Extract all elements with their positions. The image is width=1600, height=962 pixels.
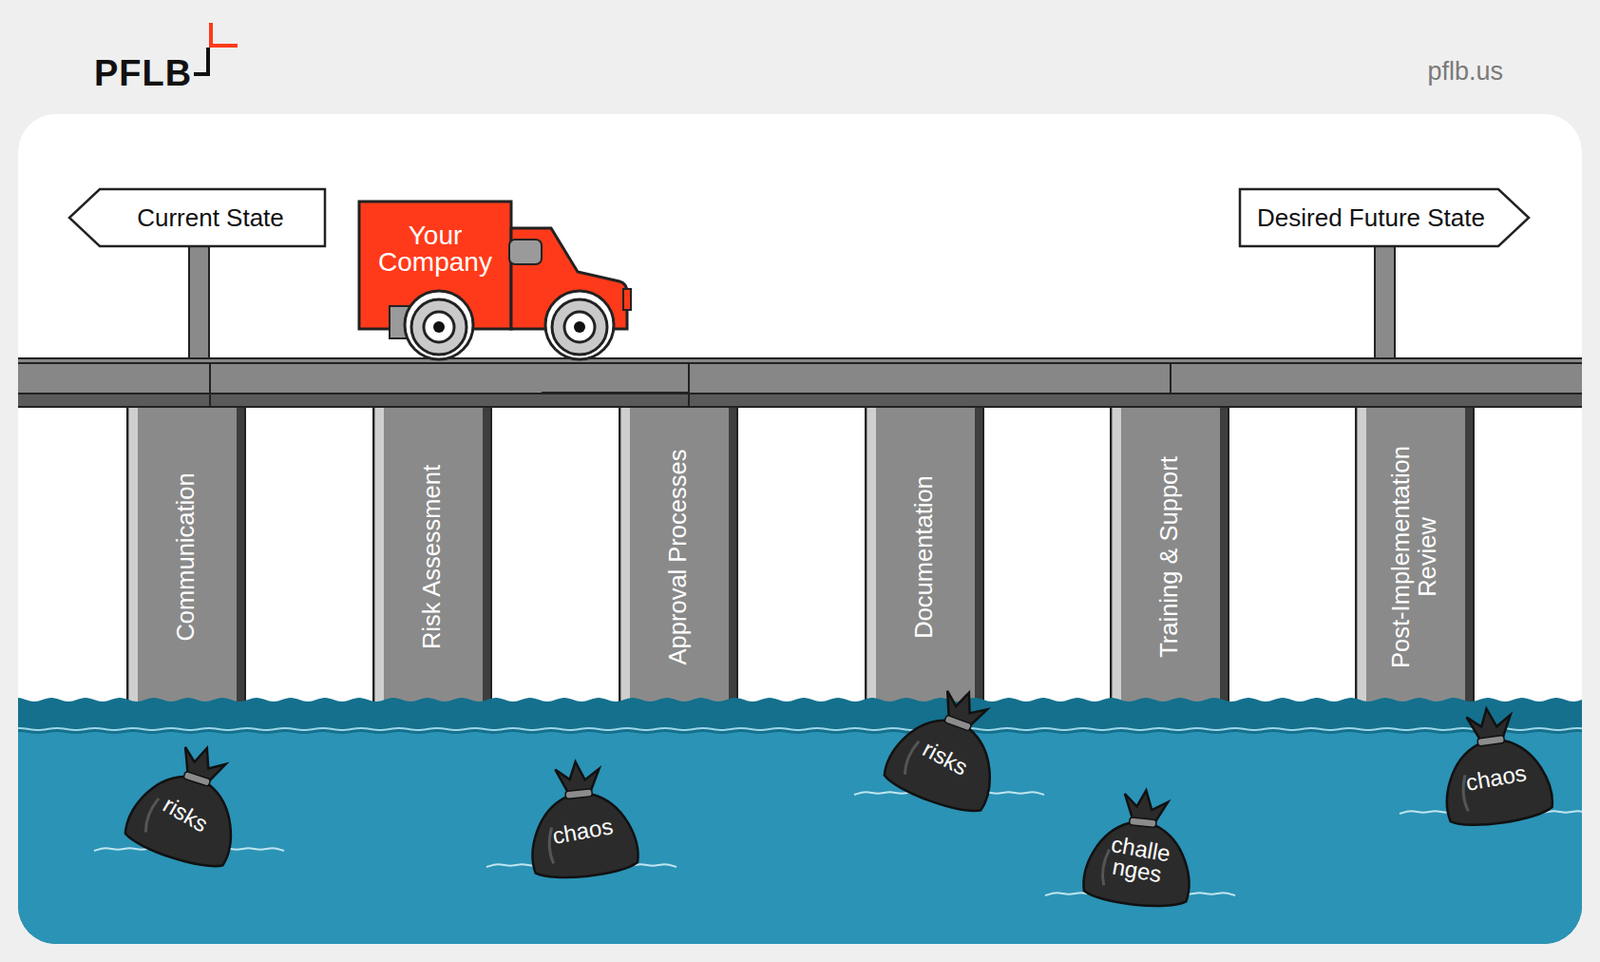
pillar-shadow <box>236 406 245 740</box>
pillar-highlight <box>129 406 138 740</box>
sign-text: Current State <box>136 203 285 233</box>
truck-text: Your Company <box>363 222 507 276</box>
logo-mark <box>193 47 209 75</box>
scene <box>18 201 1582 944</box>
pillar-text: Documentation <box>911 420 938 693</box>
sign-outline <box>69 189 325 247</box>
bag-body <box>1439 735 1555 831</box>
bag-body <box>121 763 248 874</box>
pillar-highlight <box>621 406 630 740</box>
garbage-bag: chaos <box>509 750 655 888</box>
logo-mark <box>210 22 238 46</box>
bridge-pillar: Risk Assessment <box>373 418 492 696</box>
bag-knot <box>176 741 229 786</box>
pillar-highlight <box>1112 406 1122 740</box>
water <box>18 731 1582 944</box>
bag-highlight <box>143 796 159 833</box>
bag-body <box>1082 818 1196 910</box>
truck-hub <box>573 321 586 333</box>
truck-wheel-arch <box>404 290 474 360</box>
bridge-rail <box>18 361 1582 364</box>
truck-hub <box>423 311 455 343</box>
pillar-highlight <box>375 406 384 740</box>
truck-window <box>509 239 542 265</box>
sign-outline <box>1239 189 1529 247</box>
pillar <box>865 399 984 742</box>
deck-joint <box>209 362 211 407</box>
bridge-pillar: Post-Implementation Review <box>1355 418 1474 696</box>
pillar-shadow <box>1465 406 1473 740</box>
bridge-pillar: Approval Processes <box>619 418 738 696</box>
truck-wheel <box>552 299 608 355</box>
deck-joint <box>687 362 690 407</box>
website-url: pflb.us <box>1427 57 1504 87</box>
bag-outline <box>509 750 655 888</box>
pillar <box>373 399 492 742</box>
bag-waves <box>94 791 1582 896</box>
truck-label: Your Company <box>359 203 512 295</box>
bag-highlight <box>1101 848 1110 885</box>
pillar-highlight <box>867 406 877 740</box>
direction-sign: Current State <box>67 187 327 248</box>
bag-body <box>879 706 1007 820</box>
bag-outline <box>1420 695 1570 837</box>
pillar-shadow <box>974 406 983 740</box>
truck <box>359 201 631 360</box>
bag-tie <box>183 770 211 786</box>
garbage-bag: challe nges <box>1067 779 1214 916</box>
bag-tie <box>1477 734 1505 746</box>
pillar-text: Approval Processes <box>665 420 692 693</box>
direction-sign: Desired Future State <box>1238 187 1531 248</box>
bridge-deck <box>18 393 1582 407</box>
pillar-shadow <box>1219 406 1228 740</box>
logo-text: PFLB <box>94 53 192 95</box>
pillar-highlight <box>1357 406 1367 740</box>
deck-joint <box>541 391 689 394</box>
truck-wheel <box>411 299 467 355</box>
truck-hub <box>564 311 595 343</box>
bridge-pillar: Communication <box>127 418 246 696</box>
deck-joint <box>1169 362 1172 394</box>
sign-post <box>1374 245 1395 360</box>
bag-knot <box>938 685 991 731</box>
bridge-pillar: Documentation <box>865 418 984 696</box>
truck-light <box>623 288 631 310</box>
bag-body <box>526 789 640 881</box>
truck-wheel-arch <box>545 290 614 360</box>
pillar-text: Training & Support <box>1156 420 1183 693</box>
pillars <box>127 399 1474 742</box>
garbage-bag: chaos <box>1420 695 1570 837</box>
bridge-deck <box>18 358 1582 394</box>
bag-tie <box>1128 817 1157 828</box>
pillar-text: Risk Assessment <box>419 420 446 693</box>
sign-post <box>189 245 210 360</box>
pillar <box>1355 399 1474 742</box>
wave-line <box>18 727 1582 732</box>
pillar-text: Post-Implementation Review <box>1388 420 1441 693</box>
pillar-shadow <box>728 406 737 740</box>
pillar-text: Communication <box>172 420 200 693</box>
sign-text: Desired Future State <box>1257 203 1486 233</box>
pillar <box>1110 399 1229 742</box>
pillar <box>127 399 246 742</box>
bag-tie <box>565 788 593 800</box>
pillar <box>619 399 738 742</box>
pillar-shadow <box>482 406 491 740</box>
bag-highlight <box>902 739 919 775</box>
bridge-pillar: Training & Support <box>1110 418 1229 696</box>
truck-hub <box>433 321 445 333</box>
bag-tie <box>944 714 972 731</box>
